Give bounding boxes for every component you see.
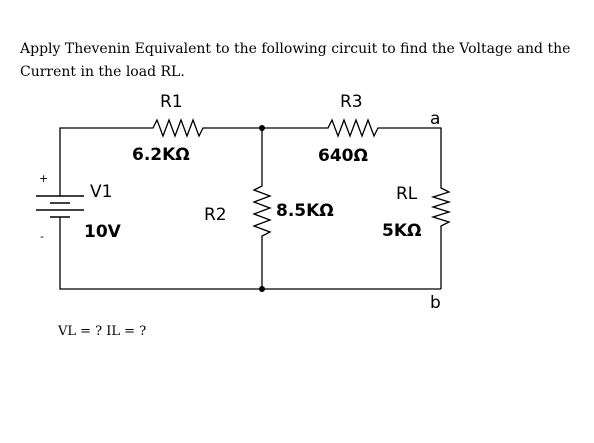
r1-name-label: R1 — [160, 92, 183, 112]
resistor-rl-symbol — [430, 184, 452, 230]
r3-value-label: 640Ω — [318, 146, 368, 166]
v1-plus-sign: + — [39, 172, 48, 185]
v1-name-label: V1 — [90, 182, 112, 202]
v1-minus-sign: - — [40, 230, 44, 243]
r2-value-label: 8.5KΩ — [276, 201, 334, 221]
terminal-b-label: b — [430, 293, 441, 313]
v1-value-label: 10V — [84, 222, 122, 242]
terminal-a-label: a — [430, 109, 440, 129]
problem-statement: Apply Thevenin Equivalent to the followi… — [20, 41, 571, 80]
resistor-r2-symbol — [252, 181, 272, 241]
resistor-r3-symbol — [323, 118, 382, 138]
r2-name-label: R2 — [204, 205, 227, 225]
junction-dot-top — [259, 125, 265, 131]
rl-name-label: RL — [396, 184, 418, 204]
junction-dot-bottom — [259, 286, 265, 292]
question-text: VL = ? IL = ? — [58, 324, 147, 339]
r1-value-label: 6.2KΩ — [132, 145, 190, 165]
resistor-r1-symbol — [148, 118, 207, 138]
battery-v1-symbol — [36, 195, 84, 224]
r3-name-label: R3 — [340, 92, 363, 112]
circuit-wires — [59, 127, 442, 290]
rl-value-label: 5KΩ — [382, 221, 421, 241]
